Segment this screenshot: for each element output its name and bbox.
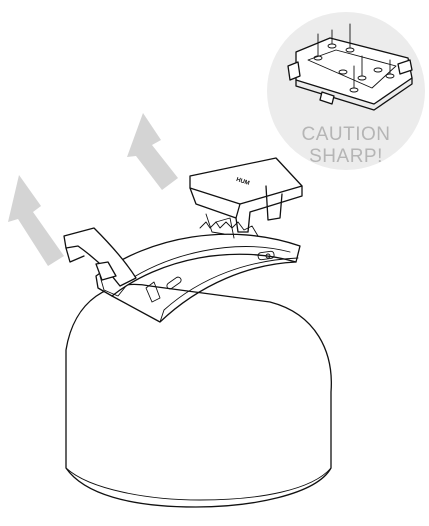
lift-arrow-left-icon <box>8 175 64 266</box>
clip-brand-label: HUM <box>235 177 250 187</box>
right-clip: HUM <box>189 157 303 239</box>
slot-right <box>257 250 275 261</box>
caution-text: CAUTION <box>302 124 391 145</box>
lift-arrows <box>8 113 178 266</box>
left-clip <box>63 227 161 303</box>
dome-body <box>65 283 332 508</box>
dome-camera <box>65 283 332 508</box>
lift-arrow-middle-icon <box>127 113 178 190</box>
slot-left <box>166 276 182 290</box>
sharp-bracket-icon <box>287 23 413 111</box>
caution-callout: CAUTION SHARP! <box>267 12 425 170</box>
mounting-bracket-base <box>95 221 301 323</box>
sharp-text: SHARP! <box>309 146 383 167</box>
